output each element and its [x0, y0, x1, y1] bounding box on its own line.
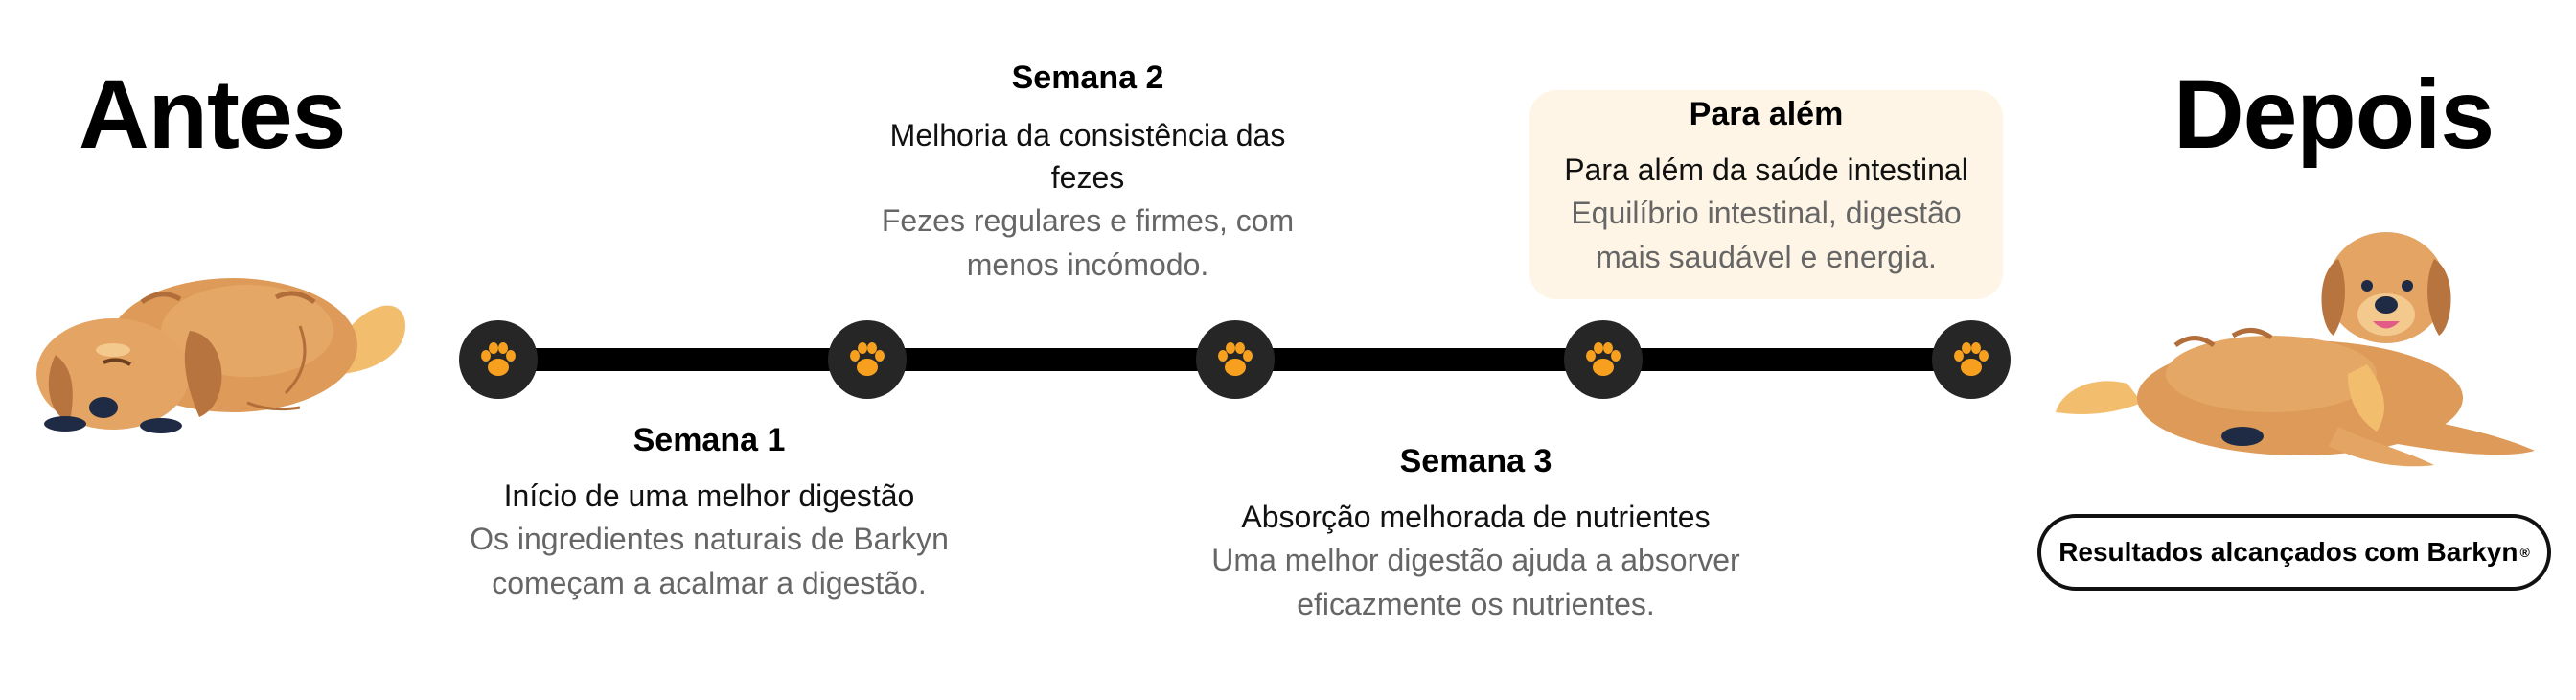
milestone-beyond: Para além Para além da saúde intestinal … [1530, 96, 2003, 279]
timeline-dot-week3 [1564, 320, 1643, 399]
sad-dog-illustration [36, 278, 405, 433]
timeline-dot-week1 [828, 320, 907, 399]
paw-icon [481, 342, 516, 376]
timeline-dot-start [459, 320, 538, 399]
milestone-description: mais saudável e energia. [1596, 240, 1937, 274]
paw-icon [1954, 342, 1989, 376]
milestone-subtitle: Melhoria da consistência das [889, 118, 1286, 152]
milestone-description: começam a acalmar a digestão. [492, 566, 927, 600]
milestone-title: Para além [1689, 96, 1844, 132]
paw-icon [1218, 342, 1253, 376]
results-achieved-button[interactable]: Resultados alcançados com Barkyn® [2037, 514, 2551, 591]
before-title: Antes [79, 59, 346, 169]
milestone-subtitle: Início de uma melhor digestão [503, 478, 915, 513]
milestone-title: Semana 1 [632, 422, 786, 458]
milestone-description: Os ingredientes naturais de Barkyn [470, 522, 949, 556]
paw-icon [850, 342, 885, 376]
milestone-subtitle: Para além da saúde intestinal [1564, 152, 1968, 187]
milestone-subtitle: fezes [1050, 160, 1125, 195]
beyond-highlight-box [1530, 90, 2003, 299]
milestone-description: Fezes regulares e firmes, com [881, 203, 1295, 238]
paw-icon [1586, 342, 1621, 376]
milestone-title: Semana 3 [1399, 443, 1552, 479]
milestone-title: Semana 2 [1011, 59, 1164, 96]
milestone-description: menos incómodo. [966, 247, 1209, 282]
after-title: Depois [2174, 59, 2495, 169]
milestone-week2: Semana 2 Melhoria da consistência das fe… [843, 59, 1332, 287]
milestone-description: eficazmente os nutrientes. [1297, 587, 1655, 621]
milestone-description: Uma melhor digestão ajuda a absorver [1211, 543, 1740, 577]
milestone-week3: Semana 3 Absorção melhorada de nutriente… [1188, 443, 1763, 626]
timeline-dot-week2 [1196, 320, 1275, 399]
timeline-dot-end [1932, 320, 2011, 399]
milestone-description: Equilíbrio intestinal, digestão [1571, 196, 1962, 230]
milestone-week1: Semana 1 Início de uma melhor digestão O… [422, 422, 997, 605]
milestone-subtitle: Absorção melhorada de nutrientes [1241, 500, 1711, 534]
registered-mark: ® [2519, 545, 2530, 560]
happy-dog-illustration [2056, 232, 2535, 467]
results-button-label: Resultados alcançados com Barkyn [2058, 537, 2518, 567]
